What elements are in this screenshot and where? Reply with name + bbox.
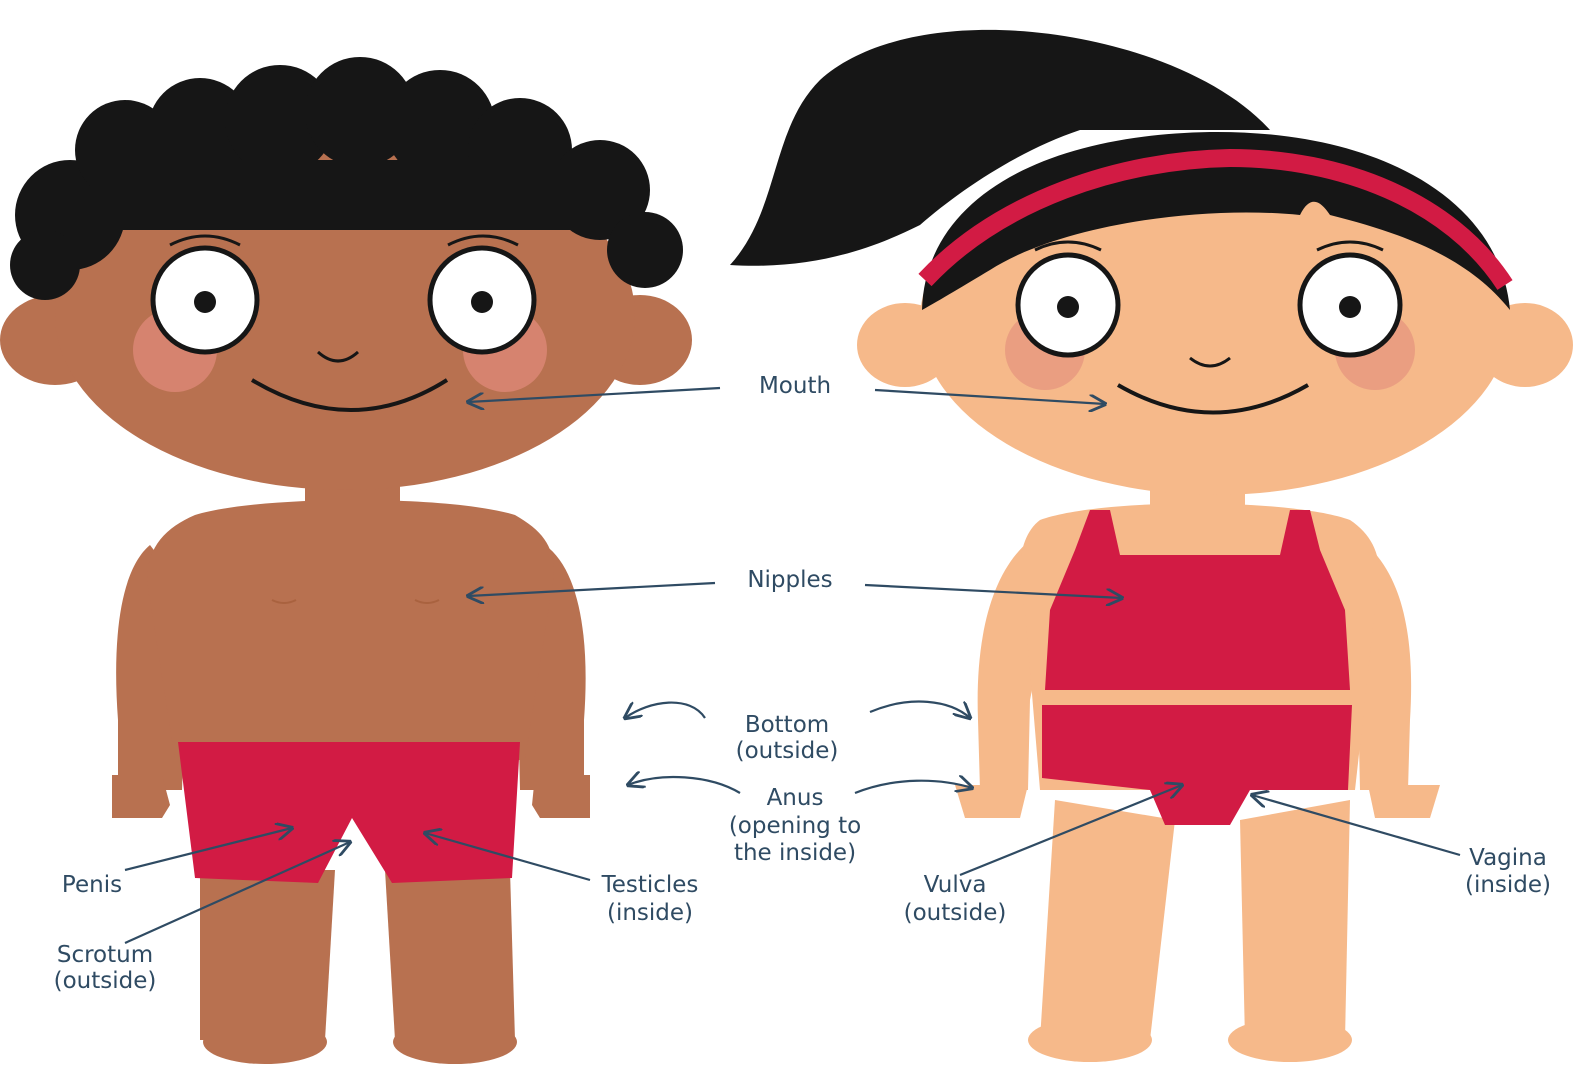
arrow-bottom-boy <box>625 703 705 718</box>
label-scrotum-line2: (outside) <box>54 968 157 994</box>
boy-left-hand <box>112 775 170 818</box>
boy-left-leg <box>200 870 335 1040</box>
label-vagina-line1: Vagina <box>1469 845 1547 871</box>
label-vulva-line1: Vulva <box>924 872 987 898</box>
boy-right-pupil <box>471 291 493 313</box>
label-bottom-line1: Bottom <box>745 712 829 738</box>
label-nipples: Nipples <box>747 567 832 593</box>
boy-torso <box>147 500 553 760</box>
boy-left-pupil <box>194 291 216 313</box>
girl-figure <box>730 30 1573 1062</box>
arrow-anus-boy <box>628 777 740 793</box>
girl-right-pupil <box>1339 296 1361 318</box>
label-vagina-line2: (inside) <box>1465 872 1551 898</box>
boy-right-leg <box>385 870 515 1040</box>
arrow-anus-girl <box>855 781 972 793</box>
boy-shorts <box>178 742 520 883</box>
label-anus-line3: the inside) <box>734 840 856 866</box>
girl-right-leg <box>1240 800 1350 1040</box>
label-testicles-line2: (inside) <box>607 900 693 926</box>
label-bottom-line2: (outside) <box>736 738 839 764</box>
boy-right-hand <box>532 775 590 818</box>
label-anus-line1: Anus <box>767 785 824 811</box>
label-vulva-line2: (outside) <box>904 900 1007 926</box>
girl-left-leg <box>1040 800 1175 1040</box>
girl-left-hand <box>955 785 1028 818</box>
label-penis: Penis <box>62 872 122 898</box>
boy-figure <box>0 57 692 1064</box>
label-testicles-line1: Testicles <box>601 872 699 898</box>
arrow-bottom-girl <box>870 702 970 718</box>
girl-right-hand <box>1368 785 1440 818</box>
label-scrotum-line1: Scrotum <box>57 942 153 968</box>
girl-left-pupil <box>1057 296 1079 318</box>
label-mouth: Mouth <box>759 373 831 399</box>
label-anus-line2: (opening to <box>729 813 861 839</box>
